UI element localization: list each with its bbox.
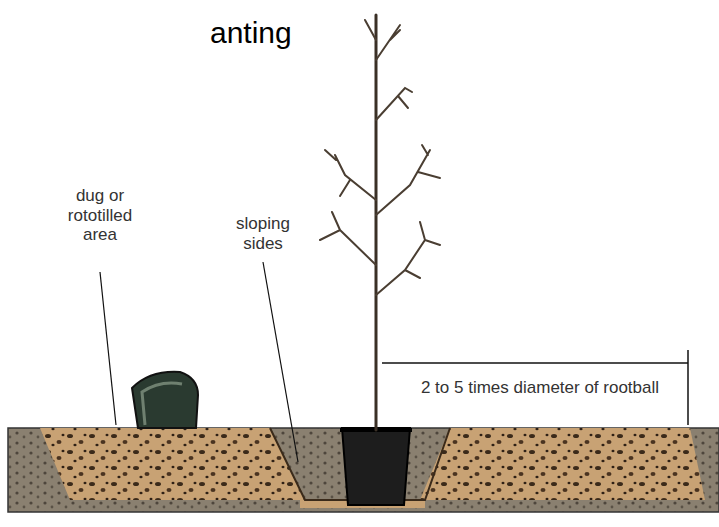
title-text: anting [210,16,292,51]
callout-label: dug or rototilled area [48,186,152,245]
callout-label: sloping sides [221,214,305,253]
callout-label: 2 to 5 times diameter of rootball [418,378,662,398]
